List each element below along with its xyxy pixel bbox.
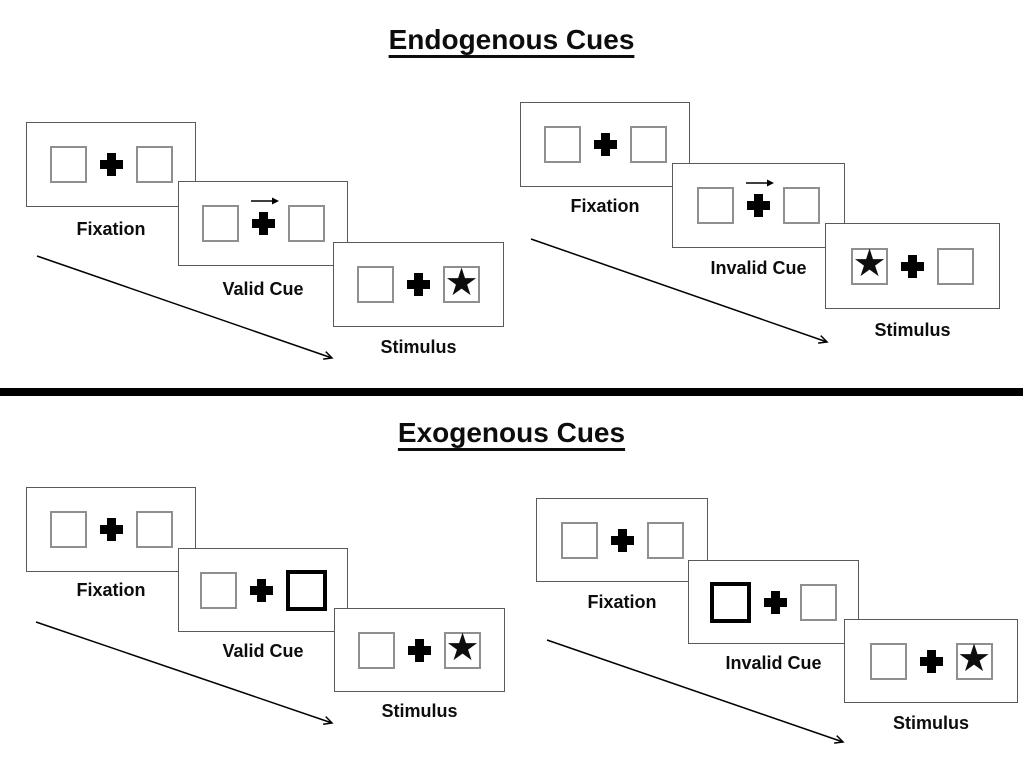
left-stimulus-box: ★: [851, 243, 888, 285]
right-placeholder-box: [135, 146, 173, 183]
invalid-cue-panel: [672, 163, 845, 248]
right-placeholder-box: [783, 187, 820, 224]
cue-arrow-icon: [250, 197, 279, 205]
timeline-arrow: [530, 238, 829, 344]
right-placeholder-box: [287, 205, 325, 242]
star-icon: ★: [445, 627, 480, 669]
panel-label-valid-cue: Valid Cue: [222, 641, 304, 661]
right-cue-highlight-box: [285, 569, 327, 611]
panel-label-fixation: Fixation: [570, 196, 640, 216]
right-stimulus-box: ★: [444, 627, 481, 669]
right-placeholder-box: [800, 583, 837, 621]
star-icon: ★: [852, 243, 887, 285]
right-placeholder-box: [937, 247, 974, 285]
panel-label-fixation: Fixation: [76, 580, 146, 600]
right-stimulus-box: ★: [443, 261, 480, 304]
star-icon: ★: [444, 261, 479, 304]
right-placeholder-box: [629, 126, 667, 163]
left-cue-highlight-box: [710, 581, 751, 623]
panel-label-fixation: Fixation: [587, 592, 657, 612]
timeline-arrow: [35, 621, 334, 725]
section-title-exogenous: Exogenous Cues: [397, 417, 626, 448]
star-icon: ★: [956, 638, 992, 680]
left-placeholder-box: [697, 187, 734, 224]
panel-label-invalid-cue: Invalid Cue: [710, 258, 807, 278]
left-placeholder-box: [201, 205, 239, 242]
stimulus-panel: ★: [825, 223, 1000, 309]
fixation-cross-icon: [407, 273, 430, 296]
left-placeholder-box: [199, 571, 237, 609]
valid-cue-panel: [178, 548, 348, 632]
right-stimulus-box: ★: [955, 638, 993, 680]
fixation-cross-icon: [919, 649, 943, 673]
cue-arrow-icon: [746, 179, 774, 187]
stimulus-panel: ★: [844, 619, 1018, 703]
left-placeholder-box: [358, 631, 395, 669]
fixation-panel: [26, 487, 196, 572]
fixation-panel: [520, 102, 690, 187]
fixation-cross-icon: [408, 638, 431, 662]
left-placeholder-box: [560, 521, 598, 559]
panel-label-stimulus: Stimulus: [892, 713, 969, 733]
left-placeholder-box: [357, 266, 394, 303]
fixation-cross-icon: [901, 254, 924, 278]
timeline-arrow: [546, 639, 845, 744]
panel-label-fixation: Fixation: [76, 219, 146, 239]
valid-cue-panel: [178, 181, 348, 266]
stimulus-panel: ★: [333, 242, 504, 327]
timeline-arrow: [36, 255, 334, 360]
left-placeholder-box: [49, 511, 87, 548]
section-divider: [0, 388, 1023, 396]
stimulus-panel: ★: [334, 608, 505, 692]
fixation-cross-icon: [251, 212, 275, 235]
fixation-cross-icon: [249, 578, 273, 602]
panel-label-stimulus: Stimulus: [874, 320, 951, 340]
invalid-cue-panel: [688, 560, 859, 644]
panel-label-valid-cue: Valid Cue: [222, 279, 304, 299]
section-title-endogenous: Endogenous Cues: [388, 24, 635, 55]
left-placeholder-box: [543, 126, 581, 163]
panel-label-invalid-cue: Invalid Cue: [725, 653, 822, 673]
fixation-cross-icon: [747, 194, 770, 217]
right-placeholder-box: [646, 521, 684, 559]
fixation-cross-icon: [593, 133, 617, 156]
panel-label-stimulus: Stimulus: [380, 337, 457, 357]
left-placeholder-box: [49, 146, 87, 183]
fixation-panel: [26, 122, 196, 207]
fixation-panel: [536, 498, 708, 582]
fixation-cross-icon: [99, 153, 123, 176]
right-placeholder-box: [135, 511, 173, 548]
panel-label-stimulus: Stimulus: [381, 701, 458, 721]
fixation-cross-icon: [764, 590, 787, 614]
fixation-cross-icon: [610, 528, 634, 552]
left-placeholder-box: [869, 642, 907, 680]
fixation-cross-icon: [99, 518, 123, 541]
